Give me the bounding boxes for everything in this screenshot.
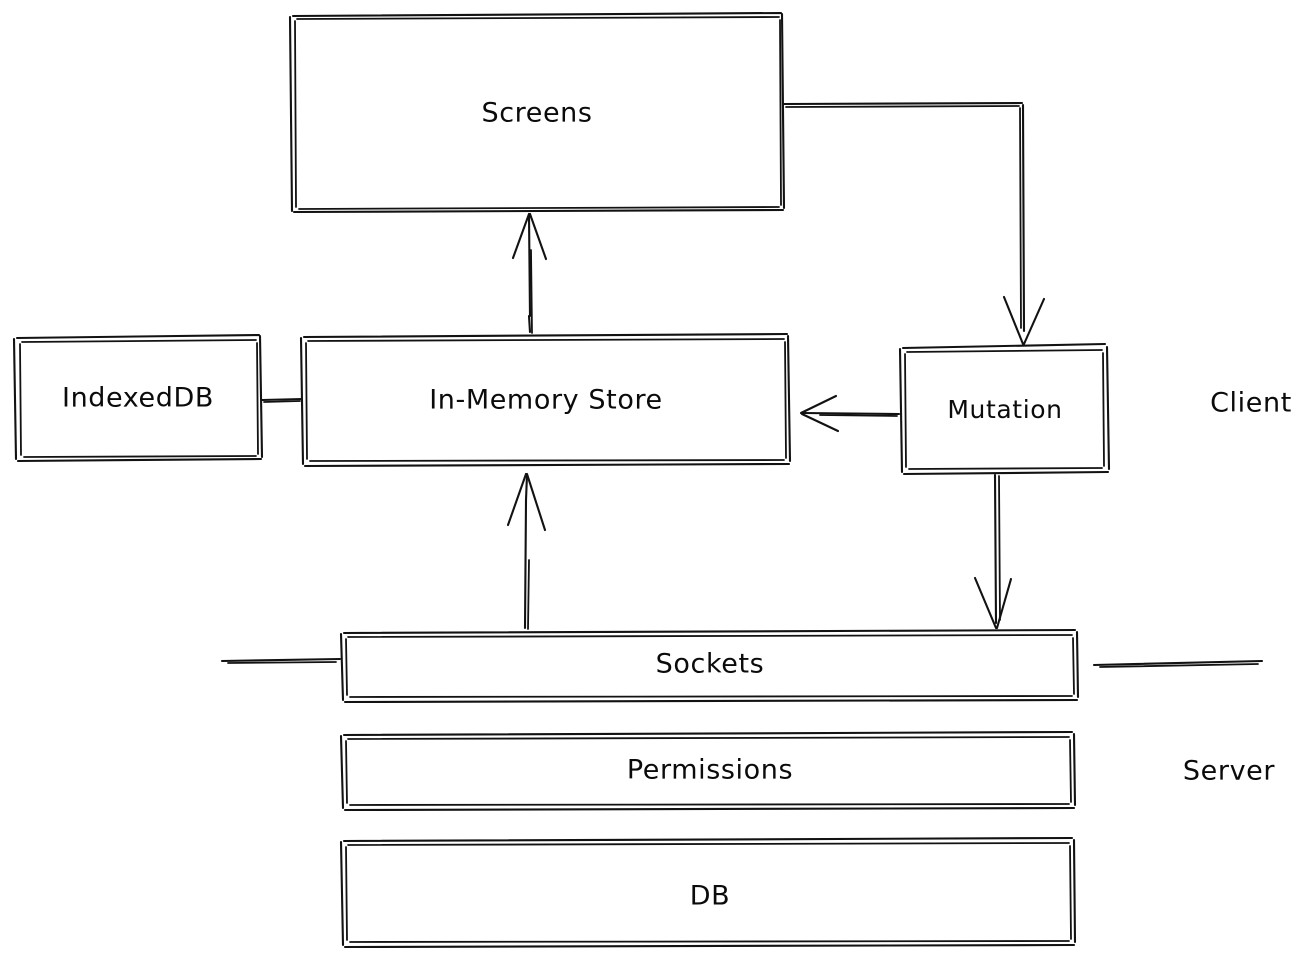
node-screens[interactable]: Screens [288,11,786,214]
node-sockets[interactable]: Sockets [339,628,1080,704]
node-mutation-label: Mutation [947,395,1062,424]
node-indexeddb-label: IndexedDB [62,383,214,414]
node-in-memory-store-label: In-Memory Store [429,385,663,416]
divider-client-server-left [220,657,342,664]
connection-screens-to-mutation [782,101,1046,346]
node-permissions[interactable]: Permissions [339,730,1077,812]
node-mutation[interactable]: Mutation [898,342,1111,476]
connection-mutation-to-sockets [973,473,1013,630]
node-in-memory-store[interactable]: In-Memory Store [299,332,792,468]
node-db-label: DB [690,881,731,912]
connection-mutation-to-store [799,394,901,433]
connection-indexeddb-to-store [260,397,304,403]
connection-store-to-screens [511,212,548,334]
zone-label-client: Client [1210,388,1292,419]
node-permissions-label: Permissions [627,755,793,786]
divider-client-server-right [1092,659,1264,668]
node-screens-label: Screens [481,98,592,129]
connection-sockets-to-store [506,472,547,630]
node-indexeddb[interactable]: IndexedDB [12,333,264,463]
node-db[interactable]: DB [339,836,1077,949]
zone-label-server: Server [1183,756,1275,787]
node-sockets-label: Sockets [656,649,765,680]
